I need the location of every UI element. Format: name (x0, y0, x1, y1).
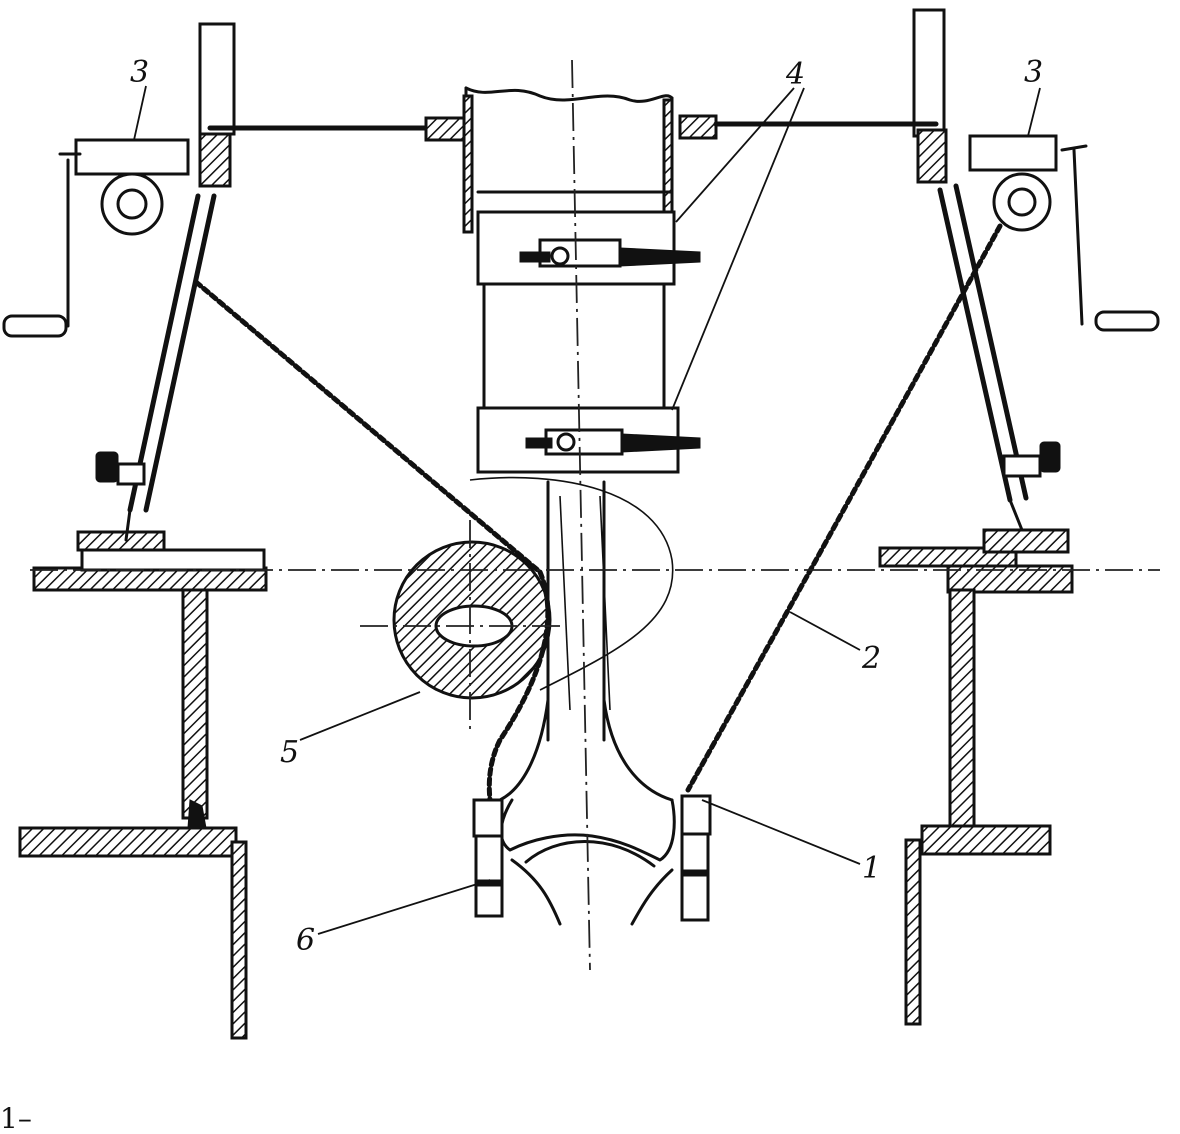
right-foundation (878, 528, 1074, 1026)
left-turnbuckle (95, 451, 146, 486)
callout-6: 6 (296, 923, 315, 958)
callout-1: 1 (862, 851, 881, 886)
left-vertical-post (198, 22, 236, 188)
callout-3-right: 3 (1024, 55, 1043, 90)
footer-text: 1– (0, 1102, 32, 1134)
right-vertical-post (912, 8, 948, 184)
left-cable (193, 279, 551, 803)
left-winch (2, 138, 190, 338)
lower-clamp (525, 428, 701, 456)
left-stay-rod (124, 193, 217, 542)
right-cable-2 (685, 223, 1003, 793)
right-winch (968, 134, 1160, 332)
pulley (392, 476, 674, 700)
callout-2: 2 (861, 641, 881, 676)
callout-4: 4 (785, 57, 805, 92)
right-stay-rod (937, 183, 1029, 532)
upper-clamp (519, 238, 701, 268)
left-coupler (472, 798, 504, 918)
leader-lines (133, 85, 1041, 935)
callout-5: 5 (280, 735, 299, 770)
right-turnbuckle (1002, 441, 1061, 478)
callout-3-left: 3 (130, 55, 149, 90)
left-foundation (18, 530, 268, 1040)
right-coupler (680, 794, 712, 922)
center-axes (30, 59, 1160, 971)
